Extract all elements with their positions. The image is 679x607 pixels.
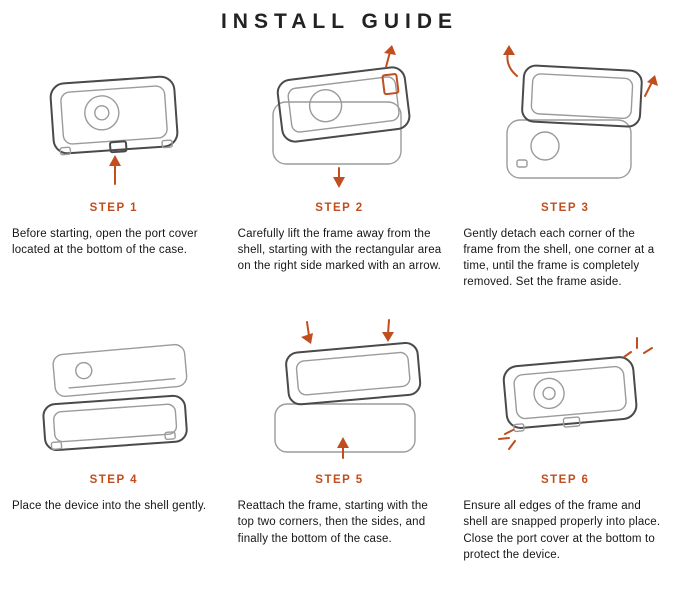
marker-box-icon <box>382 73 400 96</box>
step-2-label: STEP 2 <box>315 202 364 214</box>
step-6-description: Ensure all edges of the frame and shell … <box>463 500 661 561</box>
step-4-illustration <box>10 308 218 466</box>
step-1-label: STEP 1 <box>89 202 139 214</box>
page-title: INSTALL GUIDE <box>220 10 459 33</box>
reattach-frame-drawing <box>274 319 422 460</box>
step-6-illustration <box>461 308 669 466</box>
detach-corners-drawing <box>503 45 659 179</box>
step-3-description: Gently detach each corner of the frame f… <box>463 228 655 289</box>
arrow-down-icon <box>382 319 395 343</box>
step-4-card: STEP 4 Place the device into the shell g… <box>10 308 218 562</box>
arrow-up-icon <box>108 155 121 185</box>
snap-sparkle-icon <box>623 337 654 359</box>
steps-grid: STEP 1 Before starting, open the port co… <box>0 34 679 563</box>
step-5-illustration <box>236 308 444 466</box>
step-6-label: STEP 6 <box>540 474 590 487</box>
snap-sparkle-icon <box>498 429 517 451</box>
arrow-up-icon <box>337 437 350 460</box>
step-2-card: STEP 2 Carefully lift the frame away fro… <box>236 36 444 290</box>
step-3-illustration <box>461 36 669 194</box>
case-port-cover-drawing <box>49 75 179 185</box>
step-1-card: STEP 1 Before starting, open the port co… <box>10 36 218 290</box>
step-2-illustration <box>236 36 444 194</box>
snapped-case-drawing <box>498 337 654 451</box>
arrow-up-icon <box>384 45 397 68</box>
step-5-description: Reattach the frame, starting with the to… <box>237 500 428 545</box>
step-1-illustration <box>10 36 218 194</box>
step-2-description: Carefully lift the frame away from the s… <box>237 228 442 273</box>
step-3-label: STEP 3 <box>540 202 590 214</box>
lift-frame-drawing <box>272 45 411 188</box>
step-4-label: STEP 4 <box>89 474 139 487</box>
step-5-card: STEP 5 Reattach the frame, starting with… <box>236 308 444 562</box>
step-6-card: STEP 6 Ensure all edges of the frame and… <box>461 308 669 562</box>
step-3-card: STEP 3 Gently detach each corner of the … <box>461 36 669 290</box>
step-4-description: Place the device into the shell gently. <box>12 500 207 513</box>
step-1-description: Before starting, open the port cover loc… <box>12 228 198 257</box>
arrow-down-icon <box>333 167 346 188</box>
arrow-corner-icon <box>644 75 659 97</box>
arrow-down-icon <box>301 321 314 345</box>
step-5-label: STEP 5 <box>315 474 364 487</box>
place-device-drawing <box>42 344 188 452</box>
arrow-corner-icon <box>503 45 519 77</box>
